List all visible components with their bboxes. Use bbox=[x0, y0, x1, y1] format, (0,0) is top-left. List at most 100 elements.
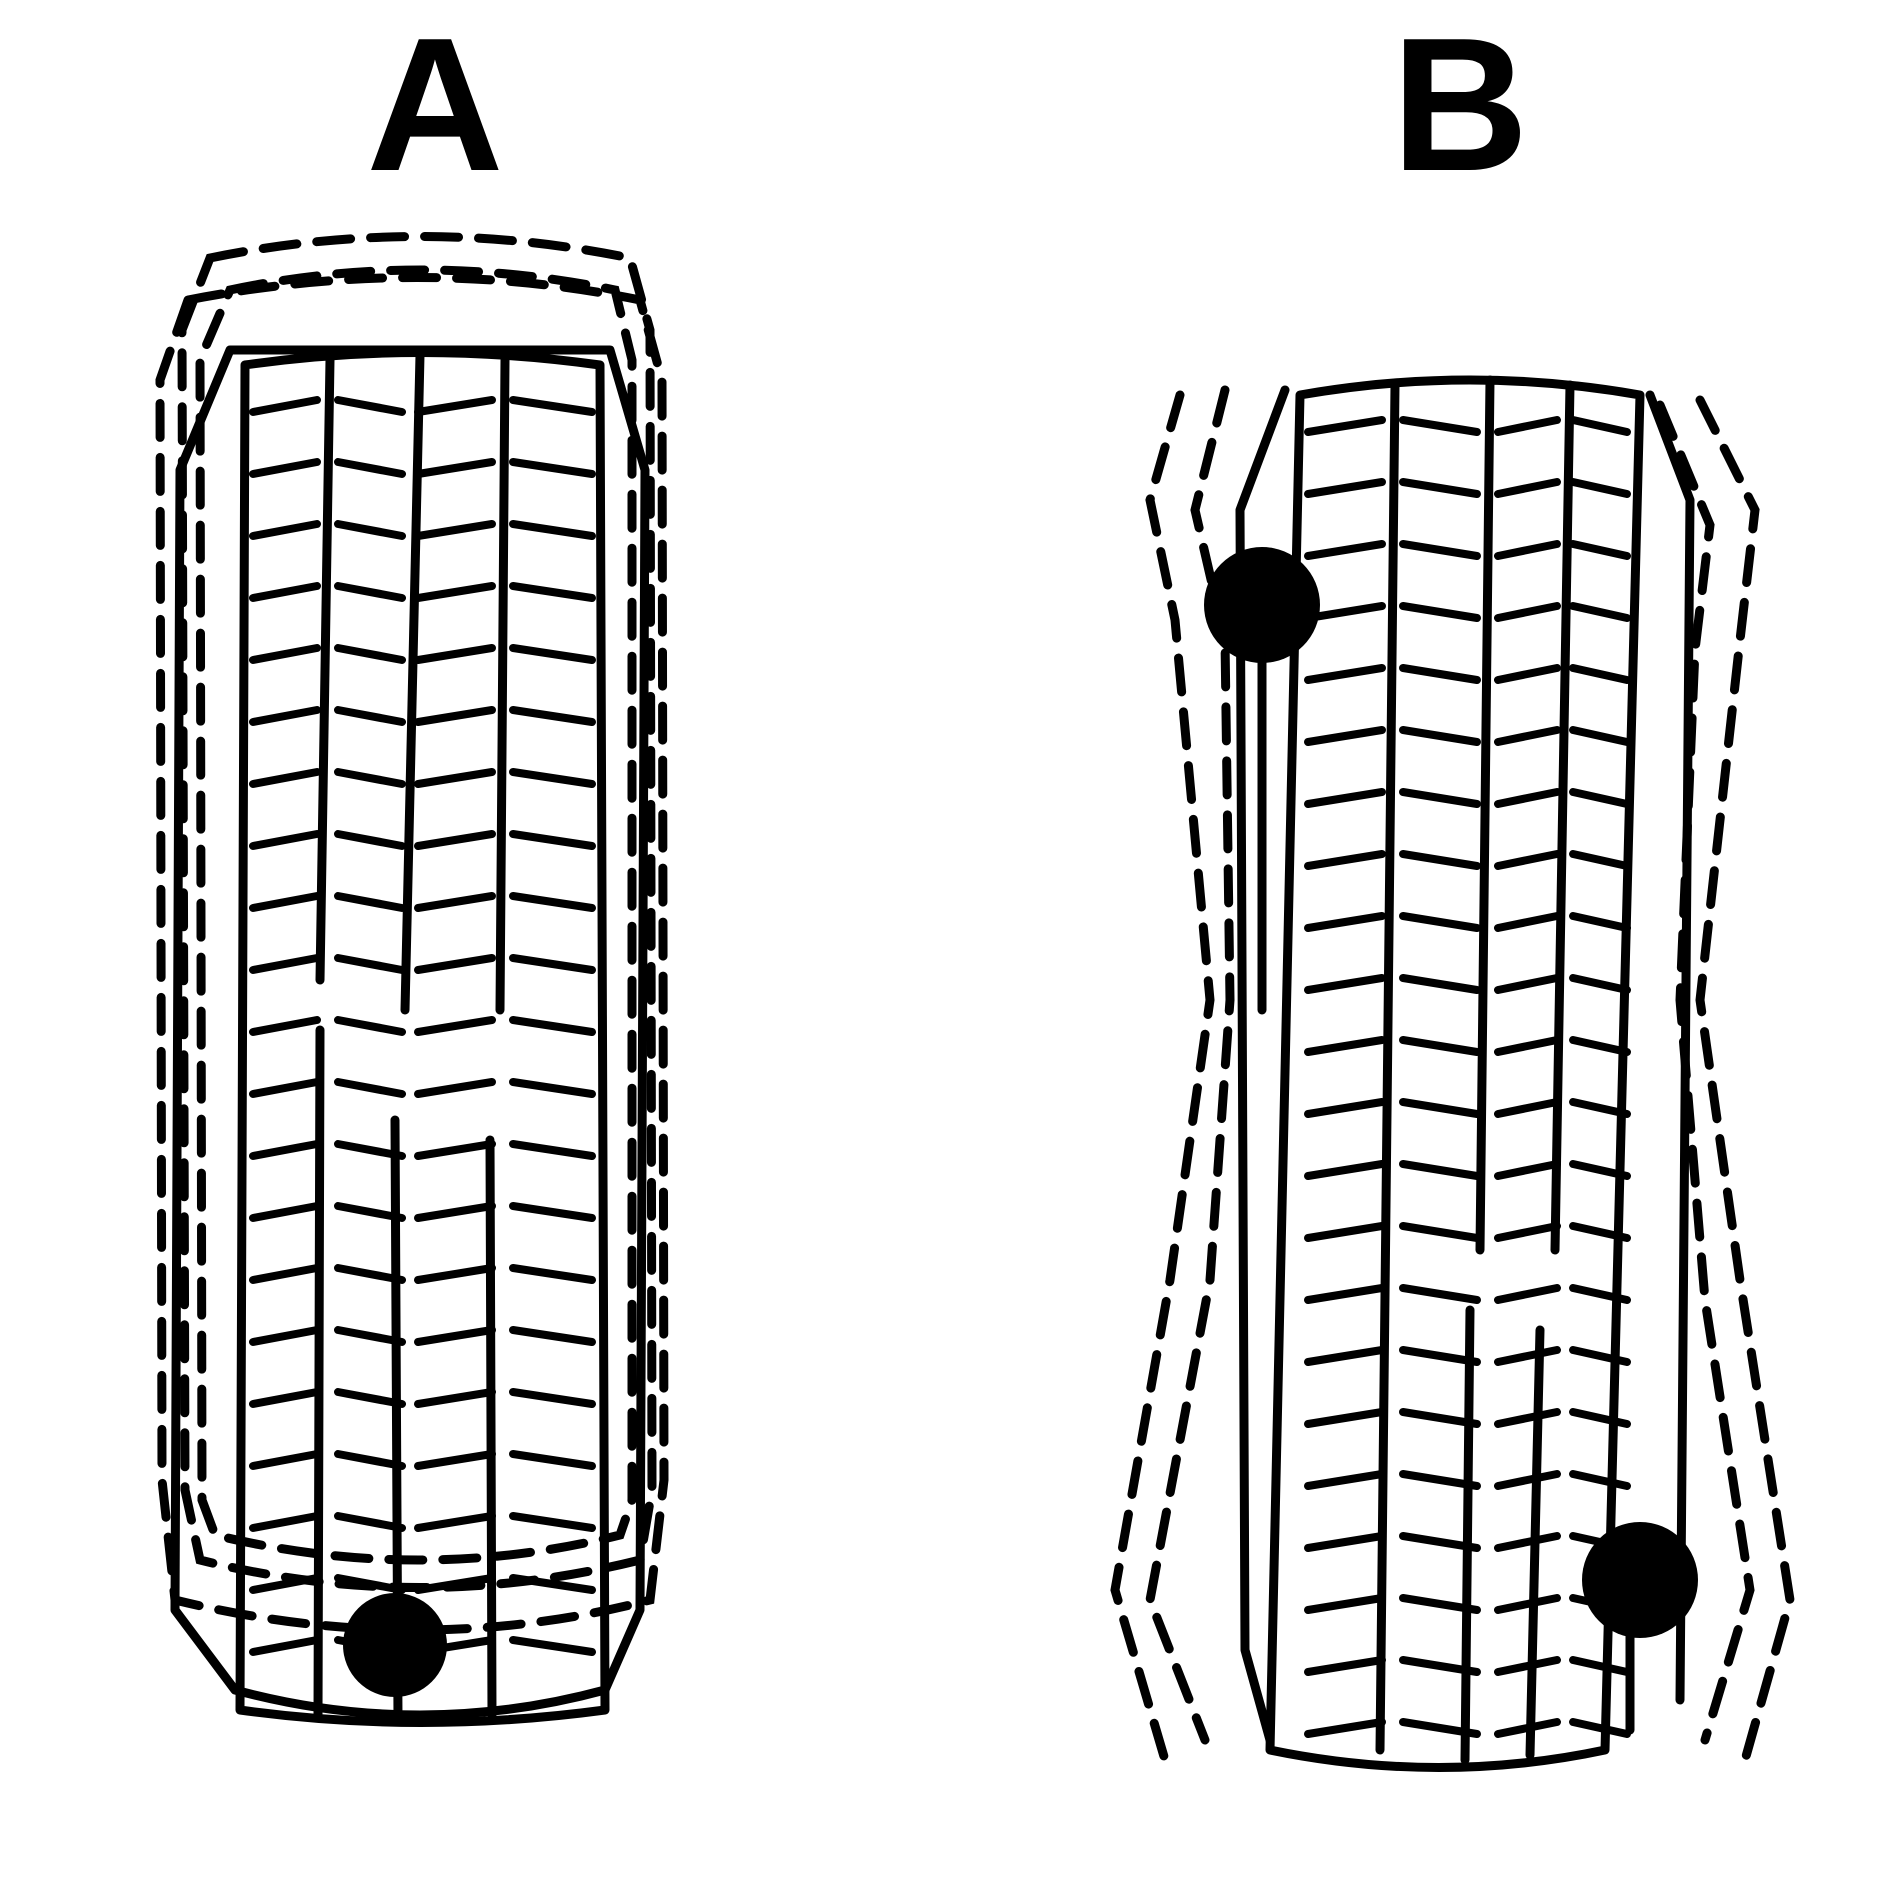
fibril-tick bbox=[334, 1264, 406, 1284]
fibril-tick bbox=[249, 1016, 321, 1036]
fibril-tick bbox=[249, 1636, 321, 1656]
fibril-tick bbox=[509, 1264, 596, 1284]
fibril-tick bbox=[509, 1140, 596, 1160]
fibril-tick bbox=[1304, 974, 1386, 994]
fibril-tick bbox=[1494, 1470, 1561, 1490]
fibril-tick bbox=[509, 1078, 596, 1098]
fibril-tick bbox=[1399, 912, 1481, 932]
fibril-tick bbox=[414, 1574, 496, 1594]
fibril-tick bbox=[1399, 1470, 1481, 1490]
fibril-tick bbox=[1494, 850, 1561, 870]
panel-a-label: A bbox=[366, 0, 503, 211]
fibril-tick bbox=[509, 892, 596, 912]
fibril-tick bbox=[414, 396, 496, 416]
fibril-tick bbox=[1399, 540, 1481, 560]
fibril-tick bbox=[1399, 788, 1481, 808]
fibril-tick bbox=[1494, 1594, 1561, 1614]
fibril-tick bbox=[1494, 1036, 1561, 1056]
fibril-tick bbox=[414, 582, 496, 602]
fibril-tick bbox=[509, 458, 596, 478]
panel-b-fibril-columns bbox=[1375, 375, 1575, 1765]
fibril-tick bbox=[509, 1450, 596, 1470]
fibril-tick bbox=[414, 1078, 496, 1098]
fibril-tick bbox=[1494, 1346, 1561, 1366]
fibril-tick bbox=[509, 582, 596, 602]
fibril-tick bbox=[334, 1016, 406, 1036]
fibril-tick bbox=[1569, 664, 1631, 684]
fibril-tick bbox=[1304, 912, 1386, 932]
fibril-tick bbox=[1494, 540, 1561, 560]
fibril-tick bbox=[1304, 1346, 1386, 1366]
fibril-tick bbox=[414, 954, 496, 974]
panel-b: B bbox=[1110, 0, 1795, 1772]
panel-b-membrane bbox=[1235, 385, 1695, 1745]
fibril-tick bbox=[1494, 1098, 1561, 1118]
fibril-tick bbox=[1399, 478, 1481, 498]
fibril-tick bbox=[334, 768, 406, 788]
fibril-tick bbox=[334, 954, 406, 974]
fibril-tick bbox=[1494, 974, 1561, 994]
fibril-tick bbox=[509, 1512, 596, 1532]
fibril-tick bbox=[249, 458, 321, 478]
fibril-tick bbox=[1304, 726, 1386, 746]
fibril-tick bbox=[334, 706, 406, 726]
fibril-tick bbox=[1399, 1098, 1481, 1118]
fibril-tick bbox=[1569, 478, 1631, 498]
fibril-tick bbox=[1304, 416, 1386, 436]
fibril-tick bbox=[509, 706, 596, 726]
fibril-tick bbox=[1399, 1346, 1481, 1366]
fibril-tick bbox=[414, 830, 496, 850]
fibril-tick bbox=[414, 1016, 496, 1036]
panel-a: A bbox=[155, 0, 669, 1727]
fibril-tick bbox=[1569, 1718, 1631, 1738]
panel-b-anchor-dot-bottom bbox=[1582, 1522, 1698, 1638]
fibril-tick bbox=[1494, 1284, 1561, 1304]
fibril-tick bbox=[1569, 726, 1631, 746]
fibril-tick bbox=[249, 830, 321, 850]
fibril-tick bbox=[509, 1636, 596, 1656]
fibril-tick bbox=[334, 458, 406, 478]
fibril-tick bbox=[1304, 1470, 1386, 1490]
fibril-tick bbox=[414, 1512, 496, 1532]
fibril-tick bbox=[1569, 1470, 1631, 1490]
panel-b-fibril-ticks bbox=[1304, 416, 1631, 1738]
fibril-tick bbox=[1399, 1284, 1481, 1304]
fibril-tick bbox=[249, 768, 321, 788]
fibril-tick bbox=[414, 1388, 496, 1408]
fibril-tick bbox=[249, 1078, 321, 1098]
fibril-tick bbox=[1304, 478, 1386, 498]
fibril-tick bbox=[509, 644, 596, 664]
fibril-tick bbox=[334, 1078, 406, 1098]
fibril-tick bbox=[249, 954, 321, 974]
fibril-tick bbox=[414, 1202, 496, 1222]
fibril-tick bbox=[249, 396, 321, 416]
fibril-tick bbox=[509, 1326, 596, 1346]
fibril-tick bbox=[249, 1388, 321, 1408]
fibril-tick bbox=[1399, 1036, 1481, 1056]
fibril-tick bbox=[249, 582, 321, 602]
fibril-tick bbox=[1399, 1718, 1481, 1738]
fibril-tick bbox=[1399, 1408, 1481, 1428]
fibril-tick bbox=[1494, 1656, 1561, 1676]
fibril-tick bbox=[249, 706, 321, 726]
fibril-tick bbox=[1494, 788, 1561, 808]
fibril-tick bbox=[1304, 664, 1386, 684]
fibril-tick bbox=[1569, 1346, 1631, 1366]
fibril-tick bbox=[334, 644, 406, 664]
fibril-tick bbox=[334, 1574, 406, 1594]
fibril-tick bbox=[1494, 478, 1561, 498]
fibril-tick bbox=[509, 1388, 596, 1408]
fibril-tick bbox=[1569, 602, 1631, 622]
fibril-tick bbox=[249, 1326, 321, 1346]
fibril-tick bbox=[1304, 788, 1386, 808]
fibril-tick bbox=[1399, 974, 1481, 994]
fibril-tick bbox=[249, 1512, 321, 1532]
fibril-tick bbox=[249, 520, 321, 540]
fibril-tick bbox=[1569, 788, 1631, 808]
fibril-tick bbox=[334, 582, 406, 602]
fibril-tick bbox=[509, 1016, 596, 1036]
fibril-tick bbox=[249, 1202, 321, 1222]
fibril-tick bbox=[334, 830, 406, 850]
fibril-tick bbox=[249, 892, 321, 912]
